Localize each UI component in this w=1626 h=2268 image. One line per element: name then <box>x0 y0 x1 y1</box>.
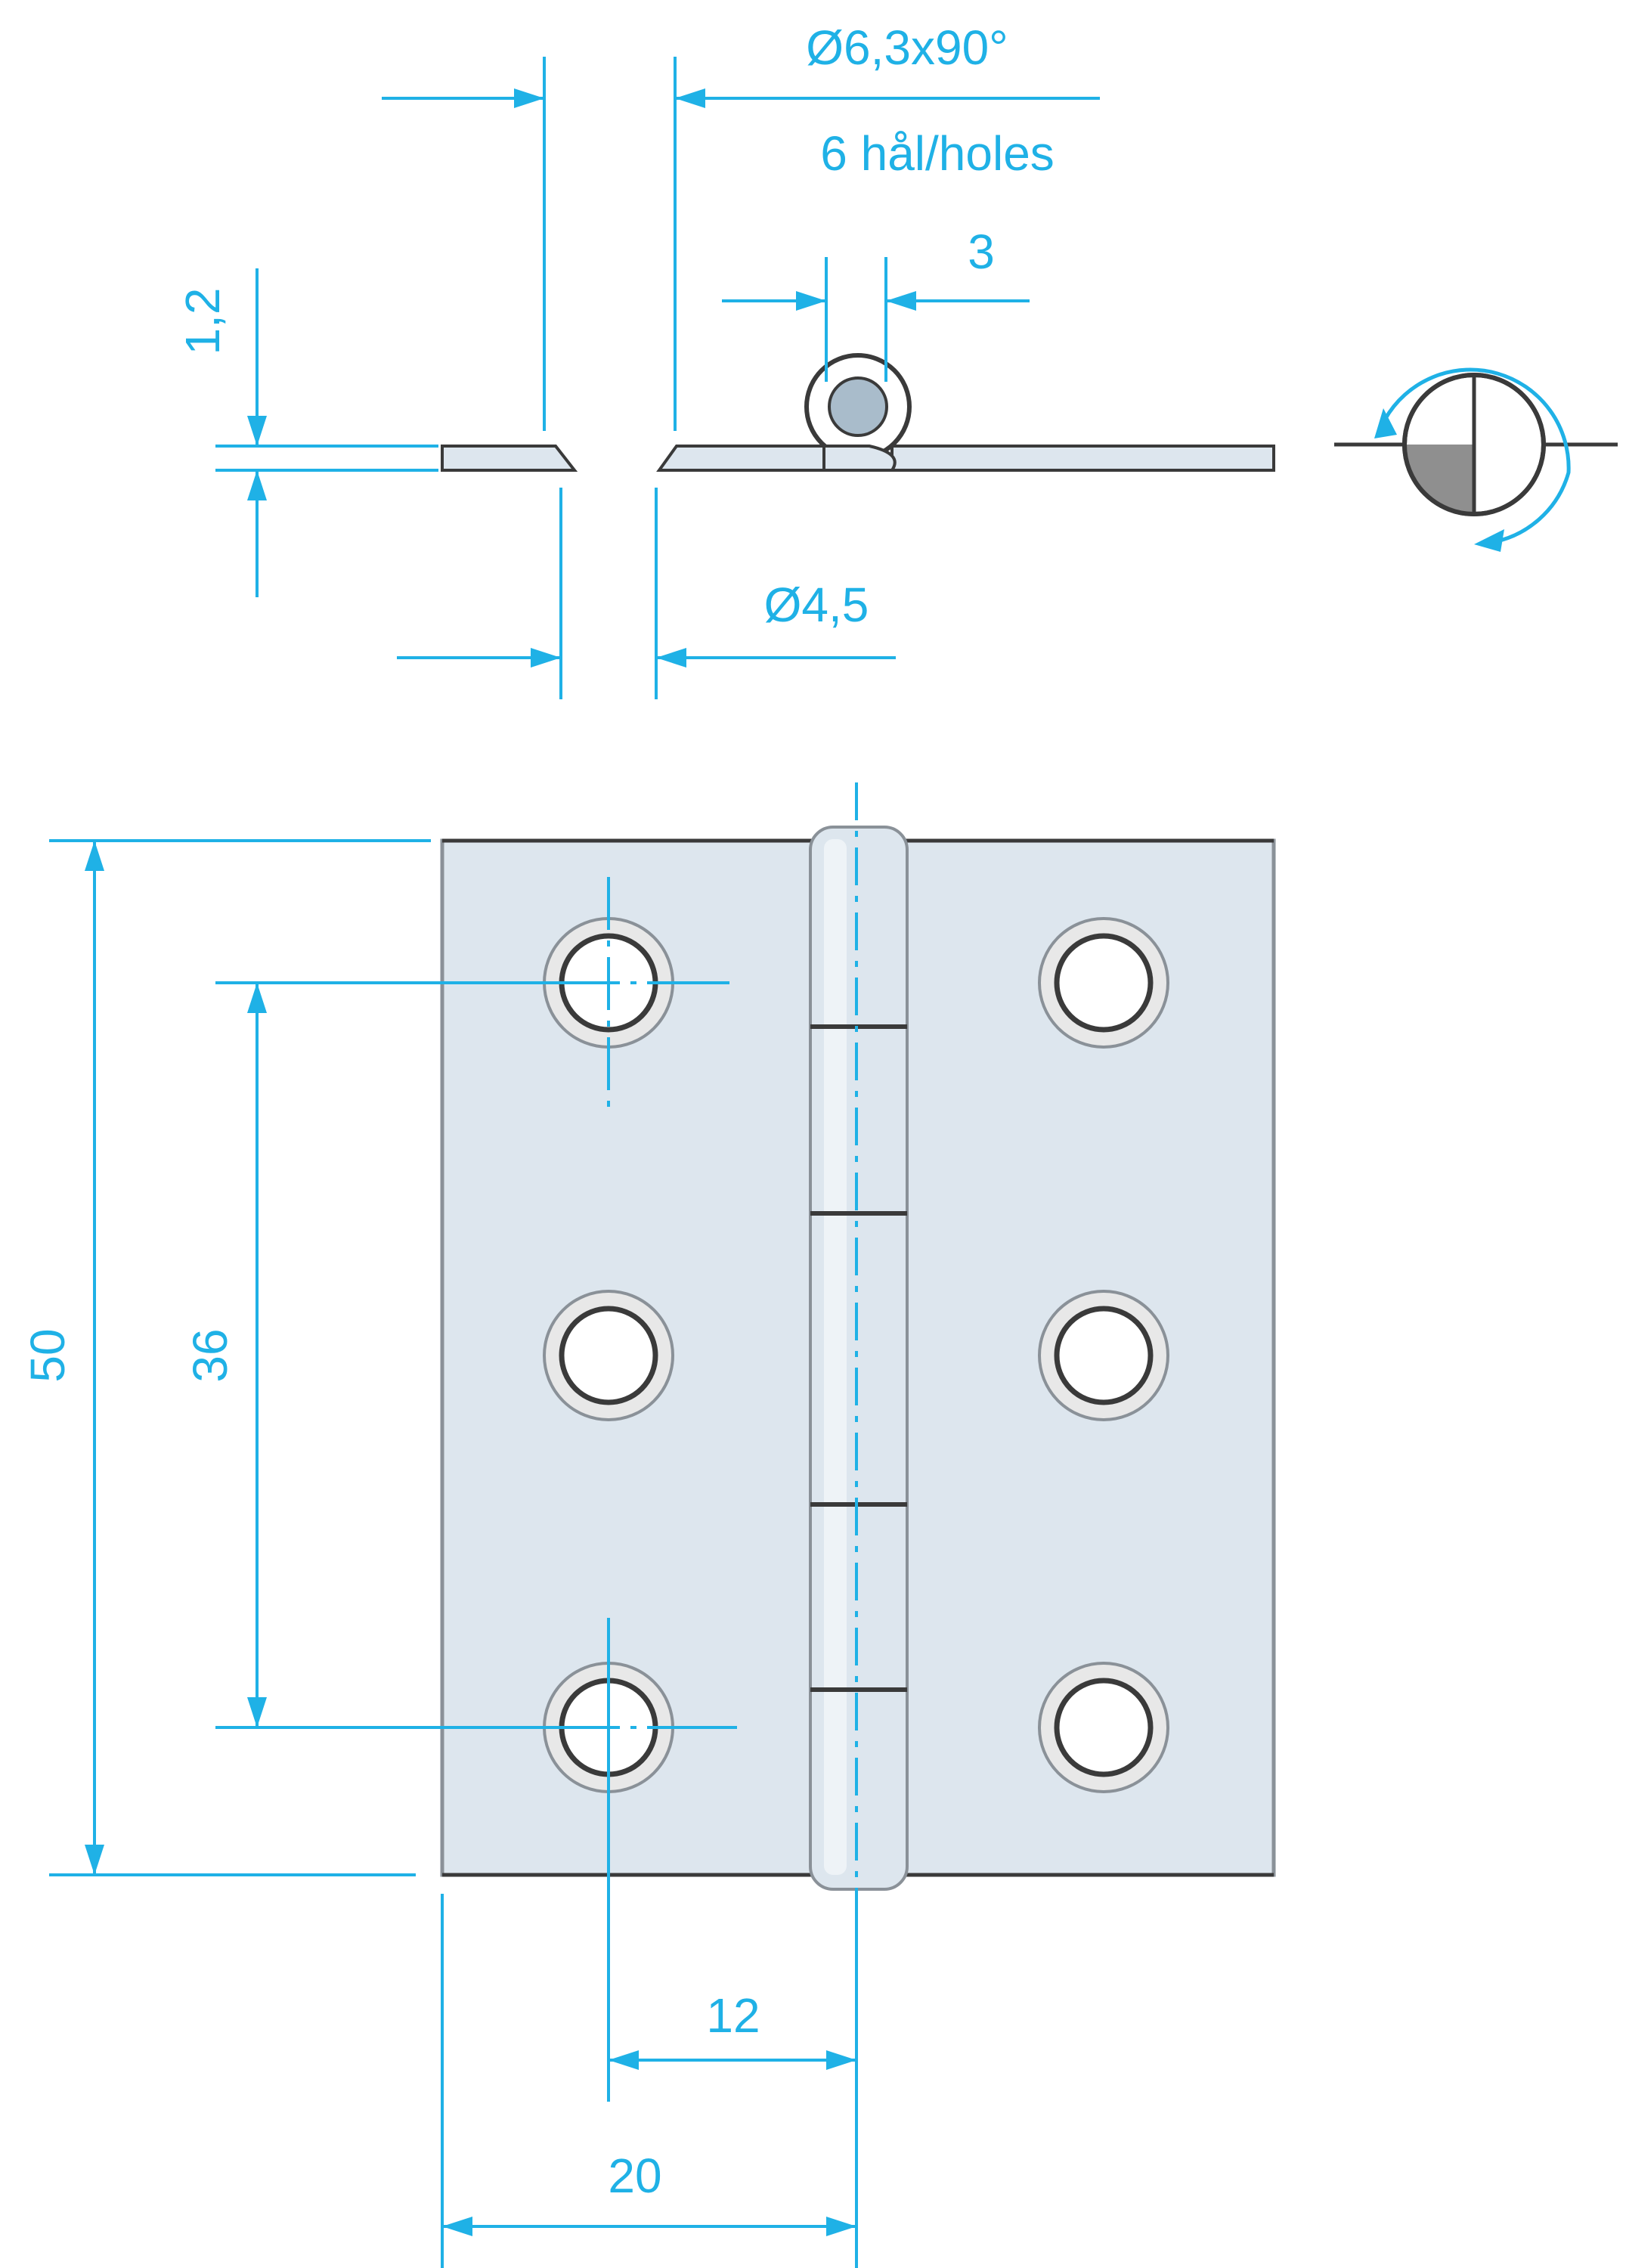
screw-hole-middle-left <box>543 1290 674 1421</box>
holes-count-label: 6 hål/holes <box>820 126 1055 181</box>
leaf-width-label: 20 <box>608 2149 661 2203</box>
countersink-label: Ø6,3x90° <box>806 20 1008 75</box>
third-angle-projection-icon <box>1334 367 1618 552</box>
front-knuckle-highlight <box>824 839 847 1875</box>
rotation-arrowhead-bottom <box>1474 529 1504 552</box>
screw-hole-bottom-right <box>1038 1662 1169 1793</box>
front-view-dimensions: 50 36 12 20 <box>20 839 858 2268</box>
rotation-arrow-icon <box>1383 367 1571 545</box>
side-view-pin <box>828 376 888 437</box>
screw-hole-top-right <box>1038 917 1169 1049</box>
hole-diameter-label: Ø4,5 <box>764 578 869 632</box>
screw-hole-middle-right <box>1038 1290 1169 1421</box>
rotation-arrowhead-left <box>1374 408 1397 438</box>
side-view: 1,2 Ø6,3x90° 6 hål/holes 3 Ø4,5 <box>175 20 1275 699</box>
hole-to-pin-label: 12 <box>706 1988 760 2043</box>
side-view-countersink <box>554 445 678 471</box>
knuckle-width-label: 3 <box>968 225 995 279</box>
thickness-label: 1,2 <box>175 288 230 355</box>
hole-spacing-label: 36 <box>183 1328 237 1382</box>
projection-quadrant <box>1405 445 1474 514</box>
projection-circle-outline <box>1402 373 1546 516</box>
side-view-left-leaf <box>441 445 578 472</box>
front-view <box>440 782 1276 2102</box>
overall-height-label: 50 <box>20 1328 75 1382</box>
side-view-right-leaf <box>890 445 1275 472</box>
side-view-left-leaf-right-part <box>656 445 825 472</box>
side-view-knuckle-wrap <box>822 445 897 472</box>
